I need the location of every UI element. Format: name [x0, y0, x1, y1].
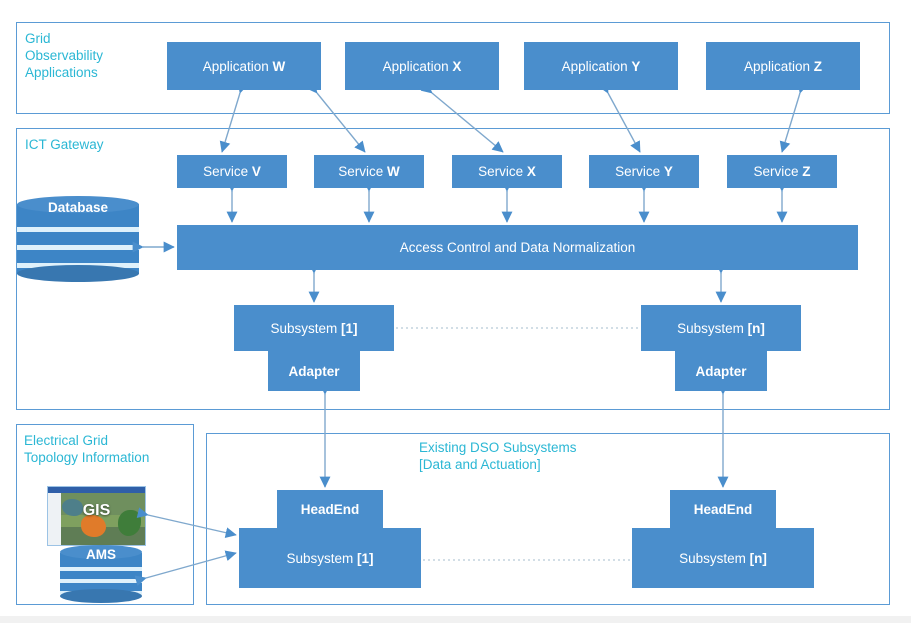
- dso-subsystem-1-headend: HeadEnd: [277, 490, 383, 528]
- application-box-w[interactable]: Application W: [167, 42, 321, 90]
- application-label-z: Application Z: [743, 58, 823, 74]
- gis-window-titlebar: [48, 487, 145, 493]
- service-box-y[interactable]: Service Y: [589, 155, 699, 188]
- database-band-1: [17, 227, 139, 232]
- service-box-w[interactable]: Service W: [314, 155, 424, 188]
- panel-label-ict-gateway: ICT Gateway: [25, 137, 104, 152]
- panel-label-topology: Electrical Grid Topology Information: [24, 433, 150, 465]
- footer-band: [0, 616, 911, 623]
- dso-subsystem-1[interactable]: HeadEnd Subsystem [1]: [239, 490, 421, 588]
- application-label-x: Application X: [382, 58, 462, 74]
- service-box-z[interactable]: Service Z: [727, 155, 837, 188]
- application-box-z[interactable]: Application Z: [706, 42, 860, 90]
- gateway-subsystem-1[interactable]: Subsystem [1] Adapter: [234, 305, 394, 391]
- gis-window-sidebar: [48, 493, 61, 545]
- dso-subsystem-n-headend: HeadEnd: [670, 490, 776, 528]
- gis-label: GIS: [82, 502, 111, 520]
- gis-map-region-water: [61, 498, 83, 516]
- application-box-y[interactable]: Application Y: [524, 42, 678, 90]
- access-control-label: Access Control and Data Normalization: [399, 240, 636, 255]
- ams-cylinder-body: [60, 553, 142, 595]
- gis-map-thumbnail[interactable]: GIS: [47, 486, 146, 546]
- service-label-x: Service X: [478, 164, 536, 179]
- database-band-2: [17, 245, 139, 250]
- panel-label-dso: Existing DSO Subsystems [Data and Actuat…: [419, 440, 577, 472]
- gateway-subsystem-1-header: Subsystem [1]: [234, 305, 394, 351]
- application-label-w: Application W: [202, 58, 286, 74]
- ams-band-2: [60, 579, 142, 583]
- panel-label-applications: Grid Observability Applications: [25, 31, 104, 80]
- gateway-subsystem-n-header: Subsystem [n]: [641, 305, 801, 351]
- database-cylinder: Database: [17, 196, 139, 282]
- ams-database-cylinder[interactable]: AMS: [60, 545, 142, 603]
- service-label-w: Service W: [338, 164, 400, 179]
- service-label-v: Service V: [203, 164, 261, 179]
- dso-subsystem-1-body: Subsystem [1]: [239, 528, 421, 588]
- service-box-v[interactable]: Service V: [177, 155, 287, 188]
- ams-label: AMS: [86, 547, 116, 562]
- database-cylinder-body: [17, 204, 139, 274]
- service-box-x[interactable]: Service X: [452, 155, 562, 188]
- application-label-y: Application Y: [561, 58, 641, 74]
- dso-subsystem-n-body: Subsystem [n]: [632, 528, 814, 588]
- ams-band-1: [60, 567, 142, 571]
- database-cylinder-top-cap: [17, 196, 139, 213]
- gis-map-region-highlight: [80, 514, 107, 537]
- gateway-subsystem-1-adapter: Adapter: [268, 351, 360, 391]
- database-label: Database: [47, 200, 109, 215]
- application-box-x[interactable]: Application X: [345, 42, 499, 90]
- service-label-z: Service Z: [753, 164, 811, 179]
- gateway-subsystem-n[interactable]: Subsystem [n] Adapter: [641, 305, 801, 391]
- ams-cylinder-bottom-cap: [60, 589, 142, 603]
- dso-subsystem-n[interactable]: HeadEnd Subsystem [n]: [632, 490, 814, 588]
- access-control-bar[interactable]: Access Control and Data Normalization: [177, 225, 858, 270]
- database-cylinder-bottom-cap: [17, 265, 139, 282]
- service-label-y: Service Y: [615, 164, 673, 179]
- gateway-subsystem-n-adapter: Adapter: [675, 351, 767, 391]
- gis-map-region-vegetation: [117, 510, 142, 536]
- ams-cylinder-top-cap: [60, 545, 142, 559]
